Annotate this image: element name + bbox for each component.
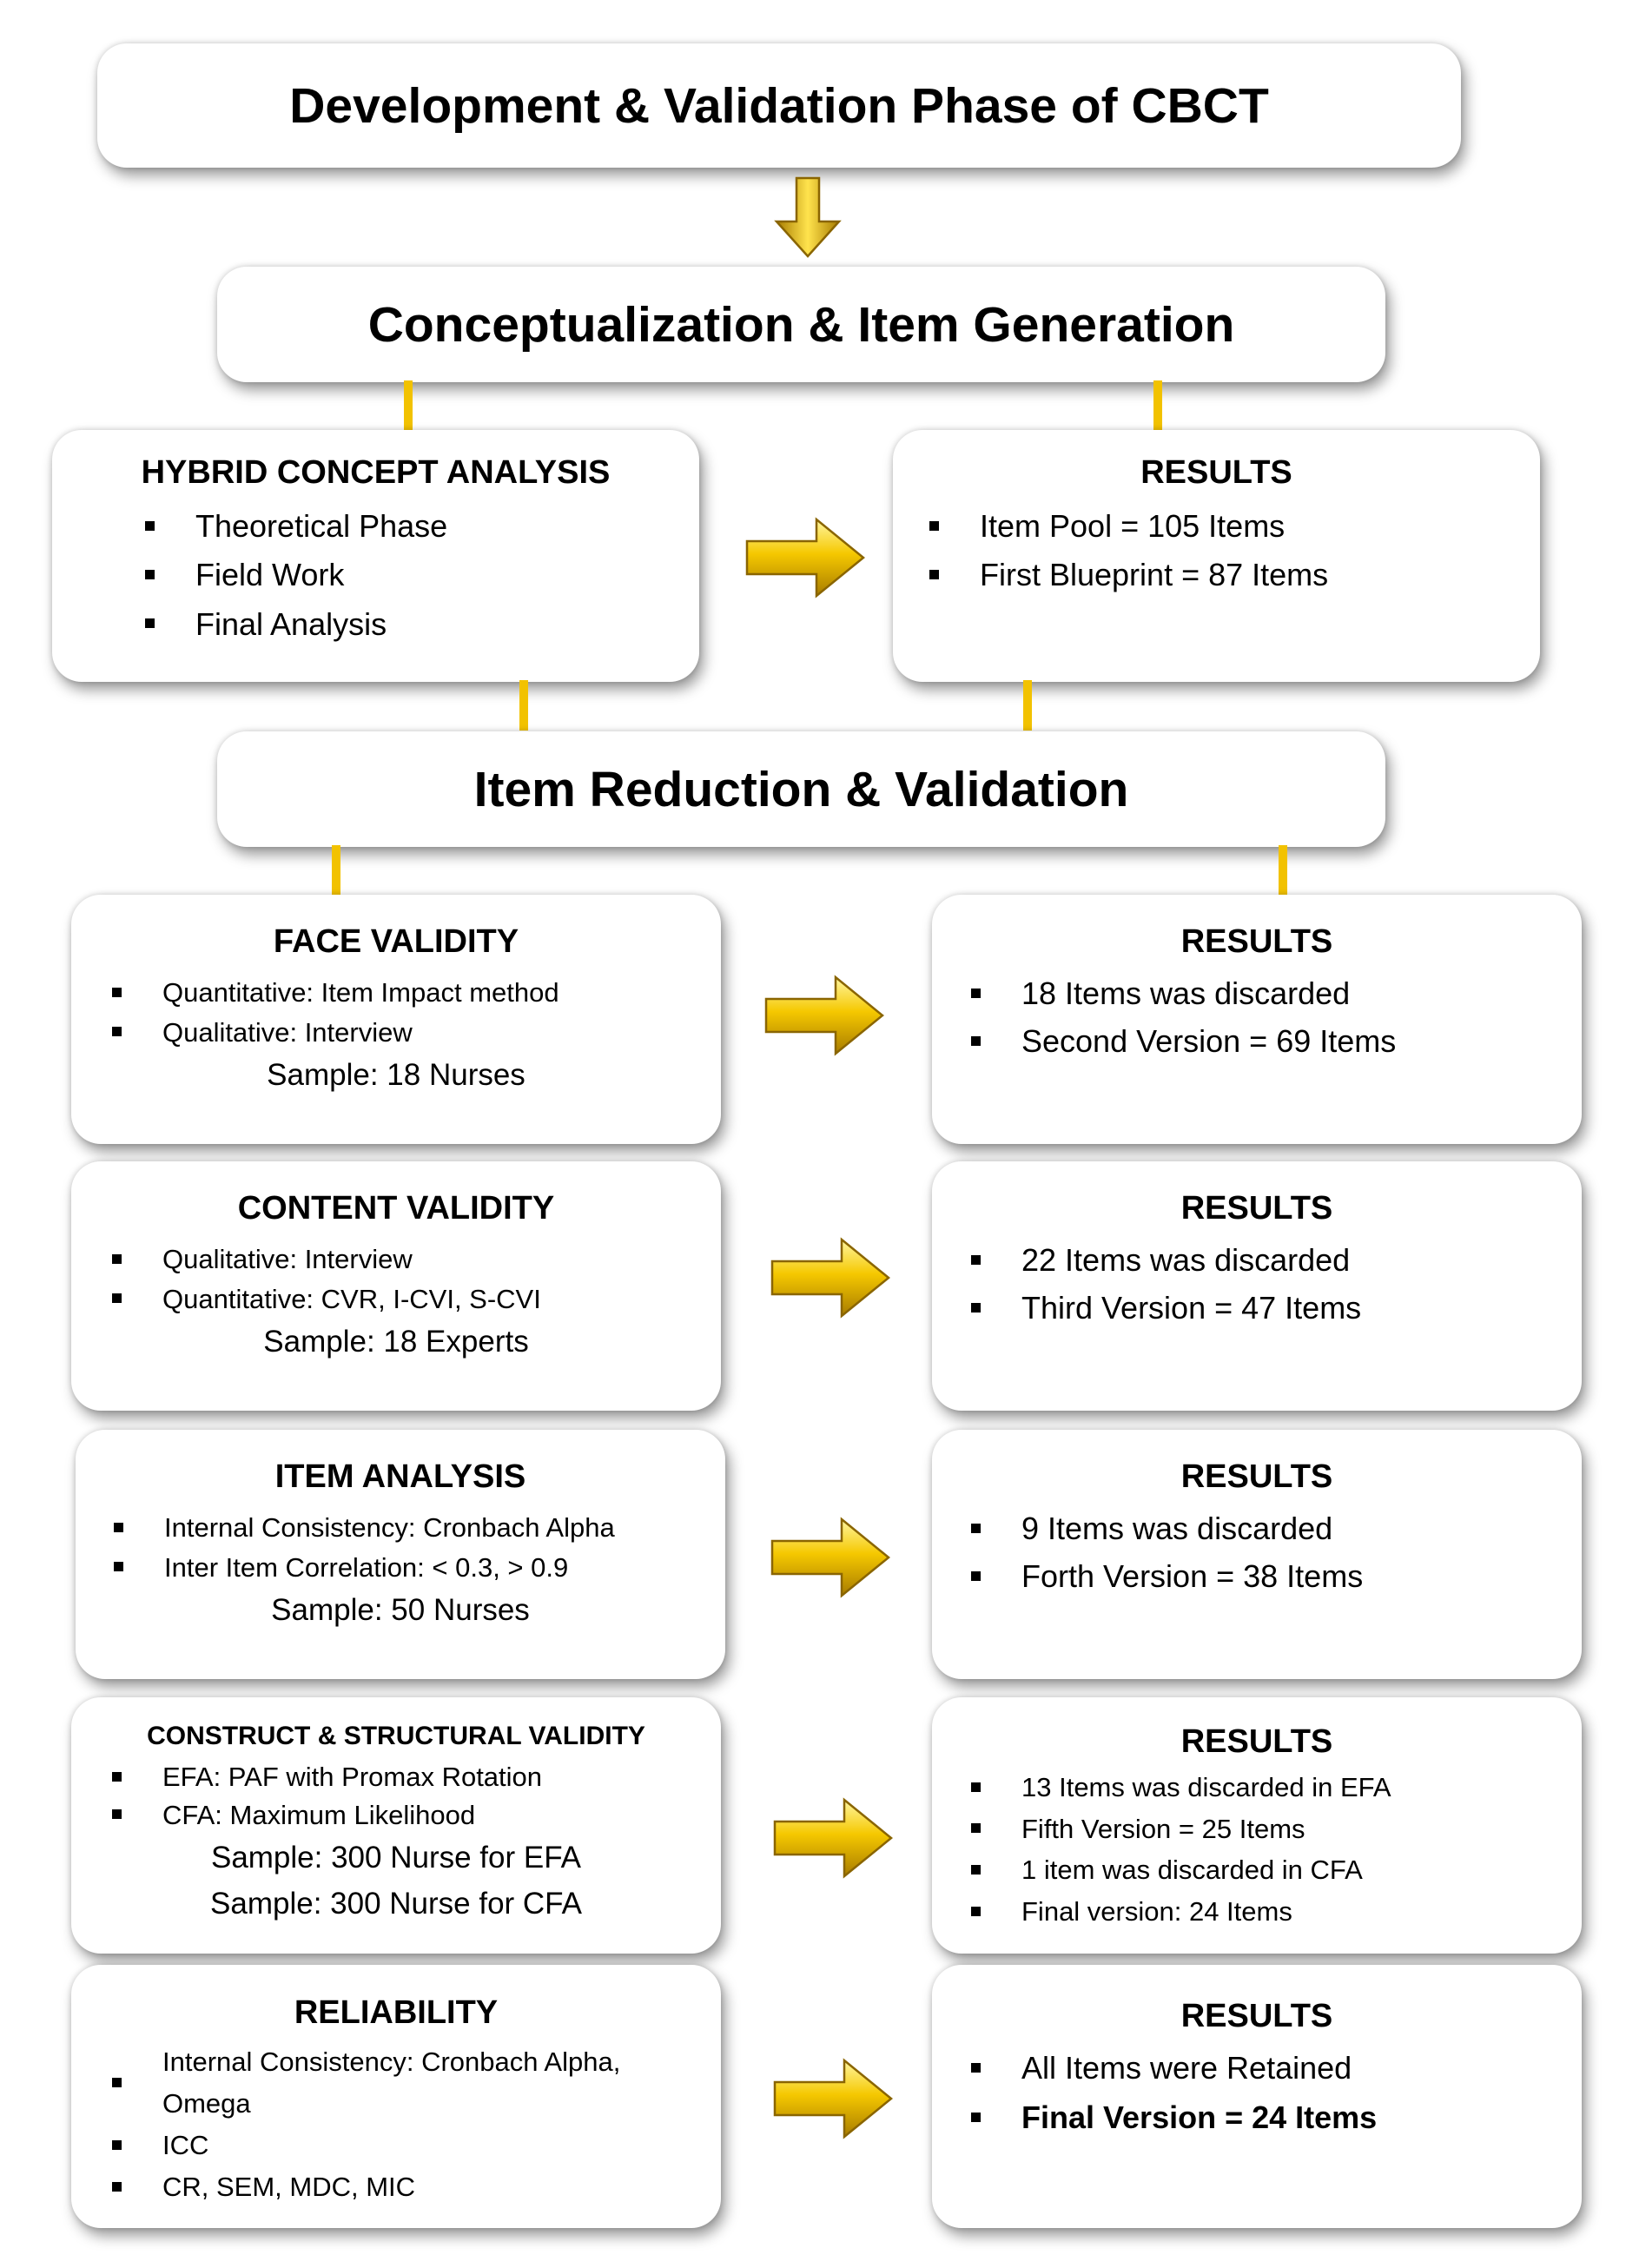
method-bullets: Internal Consistency: Cronbach Alpha Int… <box>114 1512 725 1584</box>
method-heading: FACE VALIDITY <box>273 923 519 960</box>
connector <box>1279 845 1287 895</box>
right-arrow-icon <box>745 517 865 598</box>
method-heading: HYBRID CONCEPT ANALYSIS <box>141 454 611 491</box>
list-item: Quantitative: Item Impact method <box>112 977 721 1008</box>
results-bullets: Item Pool = 105 Items First Blueprint = … <box>929 508 1540 593</box>
list-item: Field Work <box>145 557 699 592</box>
results-bullets: All Items were Retained Final Version = … <box>971 2050 1582 2136</box>
list-item: Forth Version = 38 Items <box>971 1558 1582 1594</box>
connector <box>1153 380 1162 431</box>
method-bullets: EFA: PAF with Promax Rotation CFA: Maxim… <box>112 1762 721 1831</box>
list-item: Final Analysis <box>145 606 699 642</box>
connector <box>519 680 528 731</box>
phase2-title: Item Reduction & Validation <box>473 761 1129 817</box>
list-item: All Items were Retained <box>971 2050 1582 2086</box>
list-item: Fifth Version = 25 Items <box>971 1814 1582 1845</box>
list-item: EFA: PAF with Promax Rotation <box>112 1762 721 1793</box>
results-box: RESULTS Item Pool = 105 Items First Blue… <box>893 430 1540 682</box>
method-heading: CONTENT VALIDITY <box>237 1190 555 1227</box>
list-item: Theoretical Phase <box>145 508 699 544</box>
list-item: 18 Items was discarded <box>971 975 1582 1011</box>
list-item: 9 Items was discarded <box>971 1511 1582 1546</box>
list-item-text: Internal Consistency: Cronbach Alpha, <box>162 2046 621 2077</box>
right-arrow-icon <box>770 1517 890 1598</box>
results-box: RESULTS 9 Items was discarded Forth Vers… <box>932 1430 1582 1679</box>
list-item: Internal Consistency: Cronbach Alpha, Om… <box>112 2041 721 2125</box>
diagram-title: Development & Validation Phase of CBCT <box>289 77 1269 134</box>
sample-text: Sample: 300 Nurse for CFA <box>210 1886 582 1921</box>
list-item: Second Version = 69 Items <box>971 1023 1582 1059</box>
list-item: Qualitative: Interview <box>112 1244 721 1275</box>
face-validity-box: FACE VALIDITY Quantitative: Item Impact … <box>71 895 721 1144</box>
item-analysis-box: ITEM ANALYSIS Internal Consistency: Cron… <box>76 1430 725 1679</box>
results-heading: RESULTS <box>1180 1723 1333 1760</box>
right-arrow-icon <box>770 1237 890 1319</box>
list-item: Internal Consistency: Cronbach Alpha <box>114 1512 725 1544</box>
results-box: RESULTS 18 Items was discarded Second Ve… <box>932 895 1582 1144</box>
reliability-box: RELIABILITY Internal Consistency: Cronba… <box>71 1965 721 2228</box>
construct-validity-box: CONSTRUCT & STRUCTURAL VALIDITY EFA: PAF… <box>71 1697 721 1954</box>
sample-text: Sample: 18 Experts <box>263 1325 529 1359</box>
results-bullets: 18 Items was discarded Second Version = … <box>971 975 1582 1060</box>
phase1-banner: Conceptualization & Item Generation <box>217 267 1385 382</box>
results-heading: RESULTS <box>1180 1998 1333 2034</box>
right-arrow-icon <box>773 2058 893 2139</box>
hybrid-concept-analysis-box: HYBRID CONCEPT ANALYSIS Theoretical Phas… <box>52 430 699 682</box>
results-heading: RESULTS <box>1180 923 1333 960</box>
sample-text: Sample: 50 Nurses <box>271 1593 530 1628</box>
results-box: RESULTS 13 Items was discarded in EFA Fi… <box>932 1697 1582 1954</box>
list-item: 13 Items was discarded in EFA <box>971 1772 1582 1803</box>
results-box: RESULTS 22 Items was discarded Third Ver… <box>932 1161 1582 1411</box>
list-item: CFA: Maximum Likelihood <box>112 1800 721 1831</box>
list-item: 1 item was discarded in CFA <box>971 1855 1582 1886</box>
results-box: RESULTS All Items were Retained Final Ve… <box>932 1965 1582 2228</box>
sample-text: Sample: 300 Nurse for EFA <box>210 1841 582 1875</box>
content-validity-box: CONTENT VALIDITY Qualitative: Interview … <box>71 1161 721 1411</box>
connector <box>1023 680 1032 731</box>
list-item: Third Version = 47 Items <box>971 1290 1582 1326</box>
phase1-title: Conceptualization & Item Generation <box>367 296 1235 353</box>
list-item: First Blueprint = 87 Items <box>929 557 1540 592</box>
title-banner: Development & Validation Phase of CBCT <box>97 43 1461 168</box>
results-heading: RESULTS <box>1180 1190 1333 1227</box>
list-item: 22 Items was discarded <box>971 1242 1582 1278</box>
method-heading: ITEM ANALYSIS <box>274 1458 526 1495</box>
list-item: Quantitative: CVR, I-CVI, S-CVI <box>112 1284 721 1315</box>
connector <box>404 380 413 431</box>
method-bullets: Quantitative: Item Impact method Qualita… <box>112 977 721 1048</box>
list-item: Item Pool = 105 Items <box>929 508 1540 544</box>
phase2-banner: Item Reduction & Validation <box>217 731 1385 847</box>
right-arrow-icon <box>773 1797 893 1879</box>
list-item: Inter Item Correlation: < 0.3, > 0.9 <box>114 1552 725 1584</box>
final-version-item: Final Version = 24 Items <box>971 2099 1582 2135</box>
method-bullets: Qualitative: Interview Quantitative: CVR… <box>112 1244 721 1315</box>
results-bullets: 13 Items was discarded in EFA Fifth Vers… <box>971 1772 1582 1927</box>
list-item: Final version: 24 Items <box>971 1896 1582 1927</box>
down-arrow-icon <box>774 176 842 258</box>
method-bullets: Internal Consistency: Cronbach Alpha, Om… <box>112 2041 721 2208</box>
sample-text: Sample: 18 Nurses <box>267 1058 525 1093</box>
results-bullets: 22 Items was discarded Third Version = 4… <box>971 1242 1582 1326</box>
method-heading: CONSTRUCT & STRUCTURAL VALIDITY <box>147 1722 645 1750</box>
results-heading: RESULTS <box>1140 454 1292 491</box>
method-bullets: Theoretical Phase Field Work Final Analy… <box>145 508 699 642</box>
method-heading: RELIABILITY <box>294 1994 499 2031</box>
results-bullets: 9 Items was discarded Forth Version = 38… <box>971 1511 1582 1595</box>
connector <box>332 845 340 895</box>
list-item: ICC <box>112 2125 721 2166</box>
list-item-continuation: Omega <box>162 2088 251 2119</box>
list-item: Qualitative: Interview <box>112 1017 721 1048</box>
list-item: CR, SEM, MDC, MIC <box>112 2166 721 2208</box>
right-arrow-icon <box>764 975 884 1056</box>
results-heading: RESULTS <box>1180 1458 1333 1495</box>
